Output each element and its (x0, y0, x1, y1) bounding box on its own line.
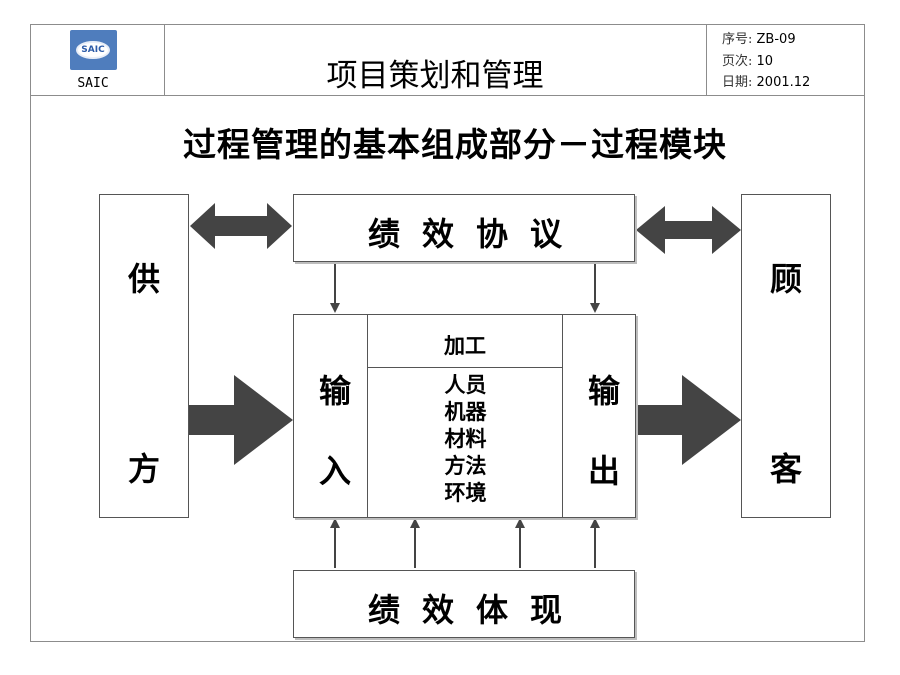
processing-label: 加工 (444, 334, 486, 358)
customer-char-top: 顾 (769, 260, 802, 298)
page-value: 10 (756, 54, 774, 69)
resource-item-people: 人员 (444, 373, 487, 397)
down-arrow-agreement-to-input (330, 263, 340, 313)
processing-divider (367, 367, 562, 368)
double-arrow-right (636, 206, 741, 254)
up-arrow-3 (515, 518, 525, 568)
supplier-box (99, 194, 189, 518)
page-label: 页次: (722, 54, 753, 69)
output-char-bottom: 出 (587, 452, 620, 490)
company-name: SAIC (77, 76, 109, 91)
customer-box (741, 194, 831, 518)
resource-item-machines: 机器 (444, 400, 487, 424)
customer-char-bottom: 客 (769, 450, 802, 488)
serial-label: 序号: (722, 32, 753, 47)
page-number: 页次: 10 (722, 54, 773, 70)
up-arrow-4 (590, 518, 600, 568)
header-divider-left (164, 24, 165, 96)
logo-text: SAIC (81, 45, 105, 55)
resource-item-materials: 材料 (444, 427, 487, 451)
input-divider (367, 314, 368, 518)
date-value: 2001.12 (756, 75, 811, 90)
performance-result-label: 绩效体现 (367, 591, 584, 629)
performance-result-box: 绩效体现 (293, 570, 635, 638)
input-char-top: 输 (318, 372, 351, 410)
down-arrow-agreement-to-output (590, 263, 600, 313)
header-divider-right (706, 24, 707, 96)
output-divider (562, 314, 563, 518)
performance-agreement-box: 绩效协议 (293, 194, 635, 262)
output-char-top: 输 (587, 372, 620, 410)
supplier-char-bottom: 方 (127, 450, 160, 488)
big-arrow-output-to-customer (637, 375, 741, 465)
slide-heading: 过程管理的基本组成部分－过程模块 (183, 125, 727, 164)
process-block (293, 314, 636, 518)
date: 日期: 2001.12 (722, 75, 810, 91)
document-title: 项目策划和管理 (326, 58, 544, 94)
performance-agreement-label: 绩效协议 (367, 215, 584, 253)
resource-item-environment: 环境 (444, 481, 487, 505)
header-divider (30, 95, 865, 96)
up-arrow-1 (330, 518, 340, 568)
logo-oval (76, 41, 110, 59)
resource-item-methods: 方法 (444, 454, 487, 478)
double-arrow-left (190, 203, 292, 249)
resource-list: 人员 机器 材料 方法 环境 (369, 372, 562, 507)
serial-number: 序号: ZB-09 (722, 32, 796, 48)
input-char-bottom: 入 (318, 452, 351, 490)
up-arrow-2 (410, 518, 420, 568)
serial-value: ZB-09 (756, 32, 796, 47)
date-label: 日期: (722, 75, 753, 90)
big-arrow-supplier-to-input (189, 375, 293, 465)
page-frame (30, 24, 865, 642)
supplier-char-top: 供 (127, 260, 160, 298)
